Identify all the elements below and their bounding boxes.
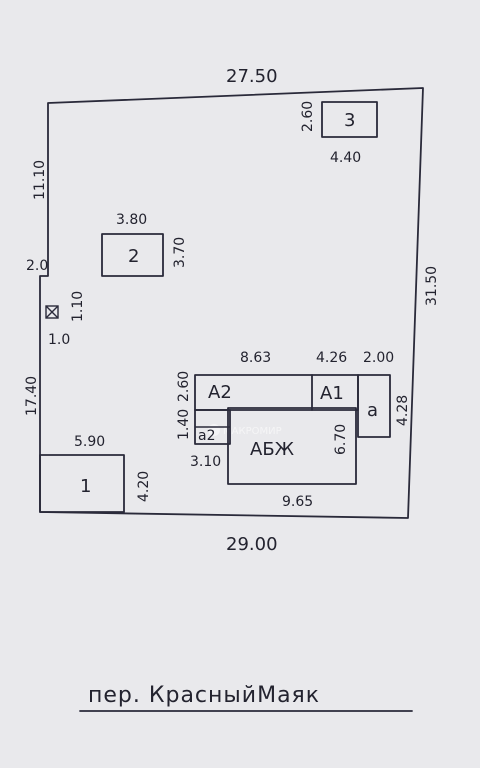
building-3-height: 2.60 <box>300 101 316 132</box>
well-width: 1.0 <box>48 332 70 348</box>
building-abzh <box>227 407 357 485</box>
plot-left-upper-dimension: 11.10 <box>32 160 48 200</box>
plot-left-step-dimension: 2.0 <box>26 258 48 274</box>
building-a-width: 2.00 <box>363 350 394 366</box>
building-1-height: 4.20 <box>136 471 152 502</box>
plot-bottom-dimension: 29.00 <box>226 534 278 555</box>
well-height: 1.10 <box>70 291 86 322</box>
building-1-label: 1 <box>80 476 91 497</box>
building-small-label: а2 <box>198 428 216 444</box>
building-1 <box>39 454 125 513</box>
watermark-text: МАКРОМИР <box>223 426 282 437</box>
building-3-label: 3 <box>344 110 355 131</box>
house-complex <box>194 374 391 485</box>
building-a2-label: А2 <box>208 382 232 403</box>
building-3-width: 4.40 <box>330 150 361 166</box>
building-a1-width: 4.26 <box>316 350 347 366</box>
building-2 <box>101 233 164 277</box>
building-3 <box>321 101 378 138</box>
building-a2-width: 8.63 <box>240 350 271 366</box>
building-a-height: 4.28 <box>395 395 411 426</box>
building-1-width: 5.90 <box>74 434 105 450</box>
watermark: МАКРОМИР <box>208 424 282 437</box>
building-abzh-height: 6.70 <box>333 424 349 455</box>
plot-right-dimension: 31.50 <box>424 266 440 306</box>
building-abzh-width: 9.65 <box>282 494 313 510</box>
street-name: пер. КрасныйМаяк <box>88 683 320 708</box>
plot-boundary <box>39 87 424 519</box>
building-abzh-left: 3.10 <box>190 454 221 470</box>
building-a-label: а <box>367 400 378 421</box>
building-abzh-label: АБЖ <box>250 439 295 460</box>
building-a1-label: А1 <box>320 383 344 404</box>
plot-top-dimension: 27.50 <box>226 66 278 87</box>
well-icon <box>45 305 59 319</box>
plot-left-lower-dimension: 17.40 <box>24 376 40 416</box>
building-a <box>357 374 391 438</box>
building-small-height: 1.40 <box>176 409 192 440</box>
building-2-height: 3.70 <box>172 237 188 268</box>
building-2-width: 3.80 <box>116 212 147 228</box>
building-2-label: 2 <box>128 246 139 267</box>
building-a2-height: 2.60 <box>176 371 192 402</box>
